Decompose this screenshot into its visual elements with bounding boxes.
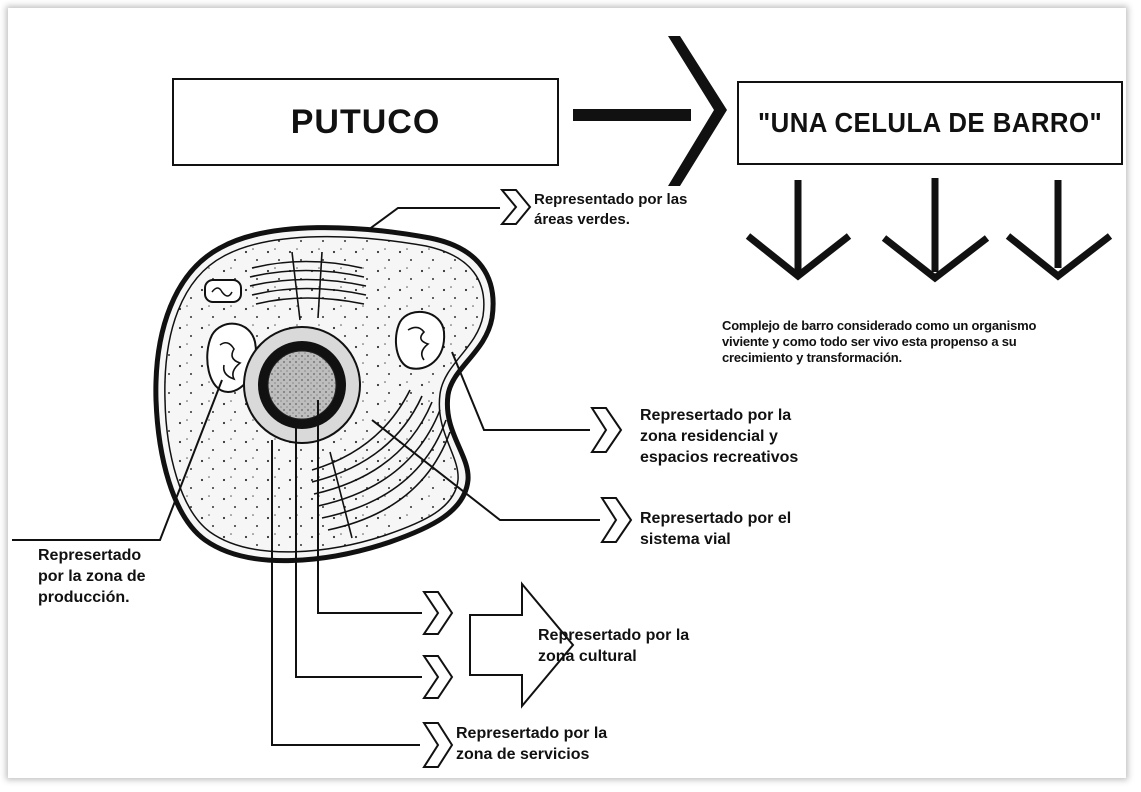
description-line: viviente y como todo ser vivo esta prope…	[722, 334, 1017, 349]
label-line: por la zona de	[38, 568, 146, 585]
putuco-title: PUTUCO	[290, 102, 441, 141]
label-line: producción.	[38, 589, 130, 606]
down-arrow-3	[1005, 180, 1113, 281]
description-line: crecimiento y transformación.	[722, 350, 902, 365]
main-arrow	[573, 36, 727, 186]
label-cultural: Represertado por la zona cultural	[538, 625, 689, 667]
nucleus	[243, 326, 361, 444]
description-text: Complejo de barro considerado como un or…	[722, 318, 1036, 366]
celula-title: "UNA CELULA DE BARRO"	[757, 107, 1103, 138]
er-arcs	[311, 389, 451, 539]
label-line: Represertado	[38, 547, 142, 564]
label-produccion: Represertado por la zona de producción.	[38, 545, 146, 608]
chevron-arrows	[422, 189, 633, 768]
leader-lines	[12, 207, 600, 746]
label-line: espacios recreativos	[640, 449, 799, 466]
label-line: Representado por las	[534, 191, 688, 208]
putuco-title-box: PUTUCO	[172, 78, 559, 166]
organelle-small	[204, 279, 242, 303]
label-areas-verdes: Representado por las áreas verdes.	[534, 190, 687, 230]
label-line: Represertado por la	[538, 627, 690, 644]
description-line: Complejo de barro considerado como un or…	[722, 318, 1037, 333]
organelle-right	[394, 310, 446, 370]
label-line: sistema vial	[640, 531, 731, 548]
label-line: zona de servicios	[456, 746, 590, 763]
golgi-arcs	[249, 251, 367, 321]
label-line: Represertado por la	[456, 725, 608, 742]
label-line: Represertado por el	[640, 510, 792, 527]
down-arrow-2	[881, 178, 990, 283]
cultural-hollow-arrow	[469, 581, 575, 709]
label-servicios: Represertado por la zona de servicios	[456, 723, 607, 765]
label-line: Represertado por la	[640, 407, 792, 424]
label-vial: Represertado por el sistema vial	[640, 508, 791, 550]
label-line: zona residencial y	[640, 428, 778, 445]
label-residencial: Represertado por la zona residencial y e…	[640, 405, 798, 468]
label-line: zona cultural	[538, 648, 637, 665]
label-line: áreas verdes.	[534, 211, 630, 228]
celula-title-box: "UNA CELULA DE BARRO"	[737, 81, 1123, 165]
down-arrow-1	[745, 180, 852, 281]
